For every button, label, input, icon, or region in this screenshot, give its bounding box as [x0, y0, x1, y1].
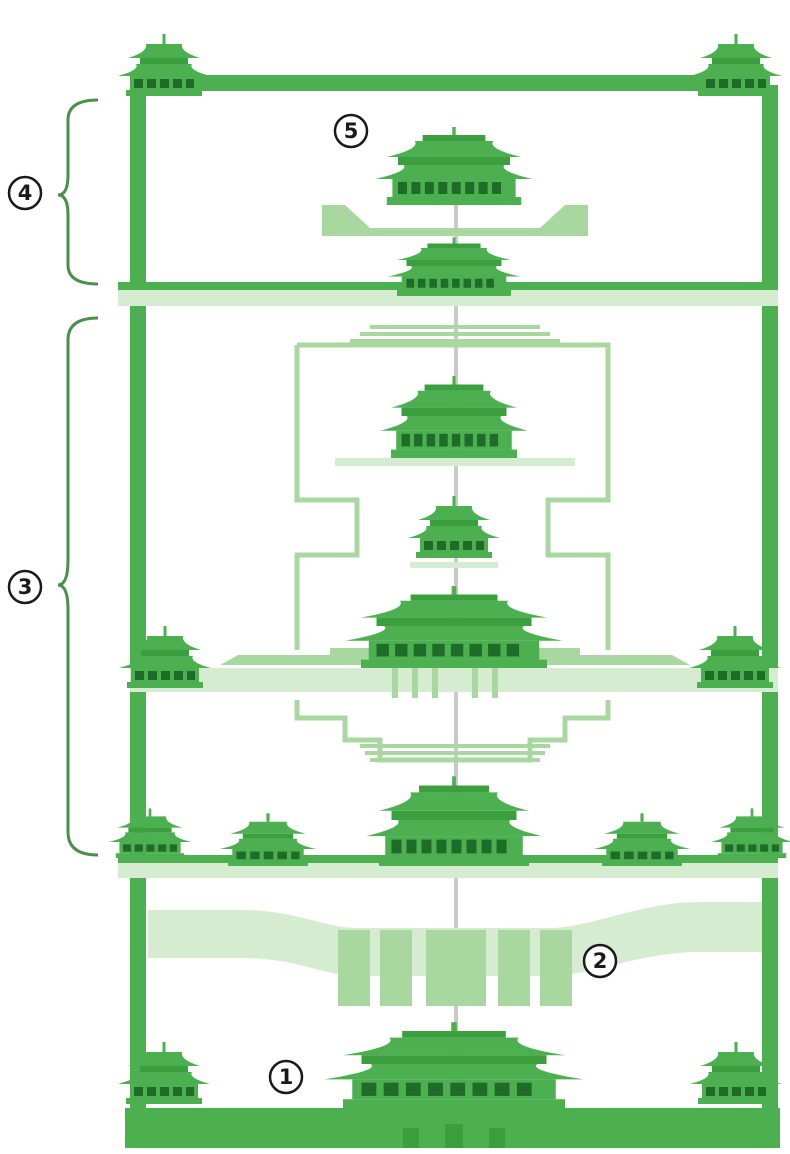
- south-gate-openings: [403, 1124, 505, 1148]
- marker-4: 4: [7, 175, 43, 211]
- terrace-columns: [392, 668, 498, 698]
- meridian-gate: [324, 1022, 584, 1108]
- gate-tower-sw: [108, 808, 192, 858]
- upper-steps: [350, 325, 560, 343]
- inner-court-terrace: [118, 290, 778, 306]
- gate-side-hall-west: [219, 813, 317, 866]
- svg-text:2: 2: [593, 949, 608, 973]
- marker-5: 5: [333, 113, 369, 149]
- corner-tower-nw: [118, 34, 210, 96]
- palace-enclosure: [294, 342, 611, 650]
- central-terrace: [130, 668, 778, 692]
- marker-3: 3: [7, 569, 43, 605]
- svg-text:5: 5: [344, 119, 359, 143]
- gate-supreme-harmony: [366, 776, 542, 866]
- hall-supreme-harmony: [220, 586, 690, 668]
- lower-steps: [360, 744, 550, 762]
- brace-section-3: [57, 316, 99, 857]
- brace-section-4: [57, 98, 99, 286]
- svg-text:3: 3: [18, 575, 33, 599]
- gate-terrace: [118, 862, 778, 878]
- hall-upper: [322, 127, 588, 236]
- hall-central-harmony: [408, 496, 500, 568]
- svg-text:4: 4: [18, 181, 33, 205]
- golden-water-bridges: [338, 930, 572, 1006]
- gate-side-hall-east: [593, 813, 691, 866]
- gate-hall-inner: [387, 237, 521, 296]
- gate-tower-se: [710, 808, 790, 858]
- svg-text:1: 1: [279, 1065, 294, 1089]
- hall-preserving-harmony: [335, 376, 575, 466]
- corner-tower-ne: [690, 34, 782, 96]
- marker-1: 1: [268, 1059, 304, 1095]
- marker-2: 2: [582, 943, 618, 979]
